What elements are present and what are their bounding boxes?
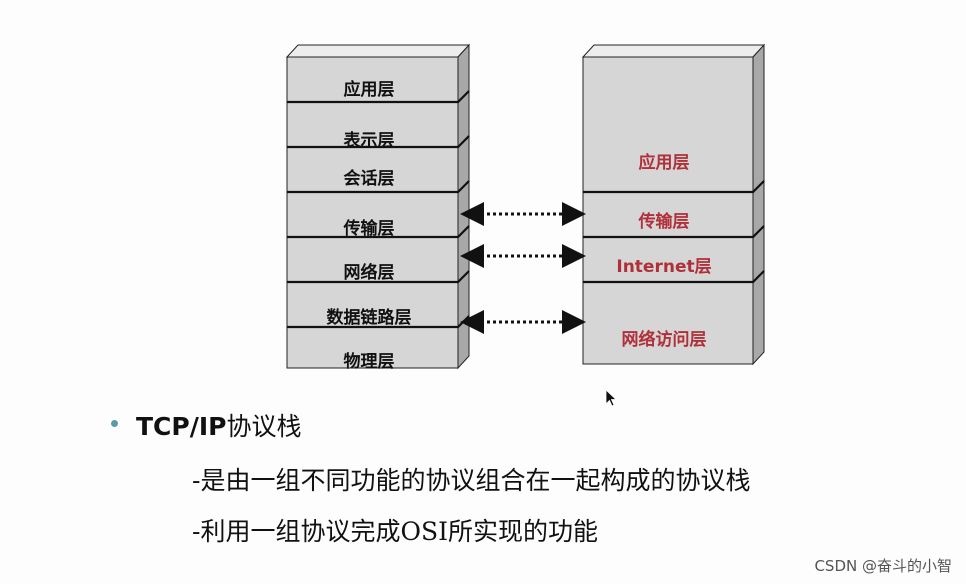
osi-layer-physical: 物理层 — [343, 352, 395, 372]
osi-layer-application: 应用层 — [343, 80, 395, 100]
tcpip-layer-internet: Internet层 — [616, 257, 712, 277]
osi-layer-presentation: 表示层 — [343, 131, 395, 151]
bullet-title: TCP/IP协议栈 — [136, 407, 302, 443]
sub-bullet-1: -是由一组不同功能的协议组合在一起构成的协议栈 — [192, 466, 751, 495]
watermark: CSDN @奋斗的小智 — [814, 557, 952, 575]
layer-mapping-arrows — [460, 202, 586, 334]
bullet-dot — [111, 420, 118, 427]
tcpip-layer-transport: 传输层 — [638, 212, 690, 232]
bullet-title-latin: TCP/IP — [136, 412, 227, 441]
osi-layer-network: 网络层 — [343, 263, 395, 283]
osi-stack-box — [285, 43, 471, 370]
tcpip-layer-network-access: 网络访问层 — [621, 330, 707, 350]
tcpip-stack-box — [581, 43, 766, 366]
osi-layer-session: 会话层 — [343, 169, 395, 189]
mouse-cursor-icon — [605, 389, 618, 407]
osi-dividers — [287, 90, 470, 329]
bullet-title-cjk: 协议栈 — [226, 412, 302, 441]
osi-layer-transport: 传输层 — [343, 219, 395, 239]
osi-layer-data-link: 数据链路层 — [326, 308, 412, 328]
tcpip-layer-application: 应用层 — [638, 153, 690, 173]
tcpip-dividers — [583, 180, 765, 284]
sub-bullet-2: -利用一组协议完成OSI所实现的功能 — [192, 517, 598, 546]
